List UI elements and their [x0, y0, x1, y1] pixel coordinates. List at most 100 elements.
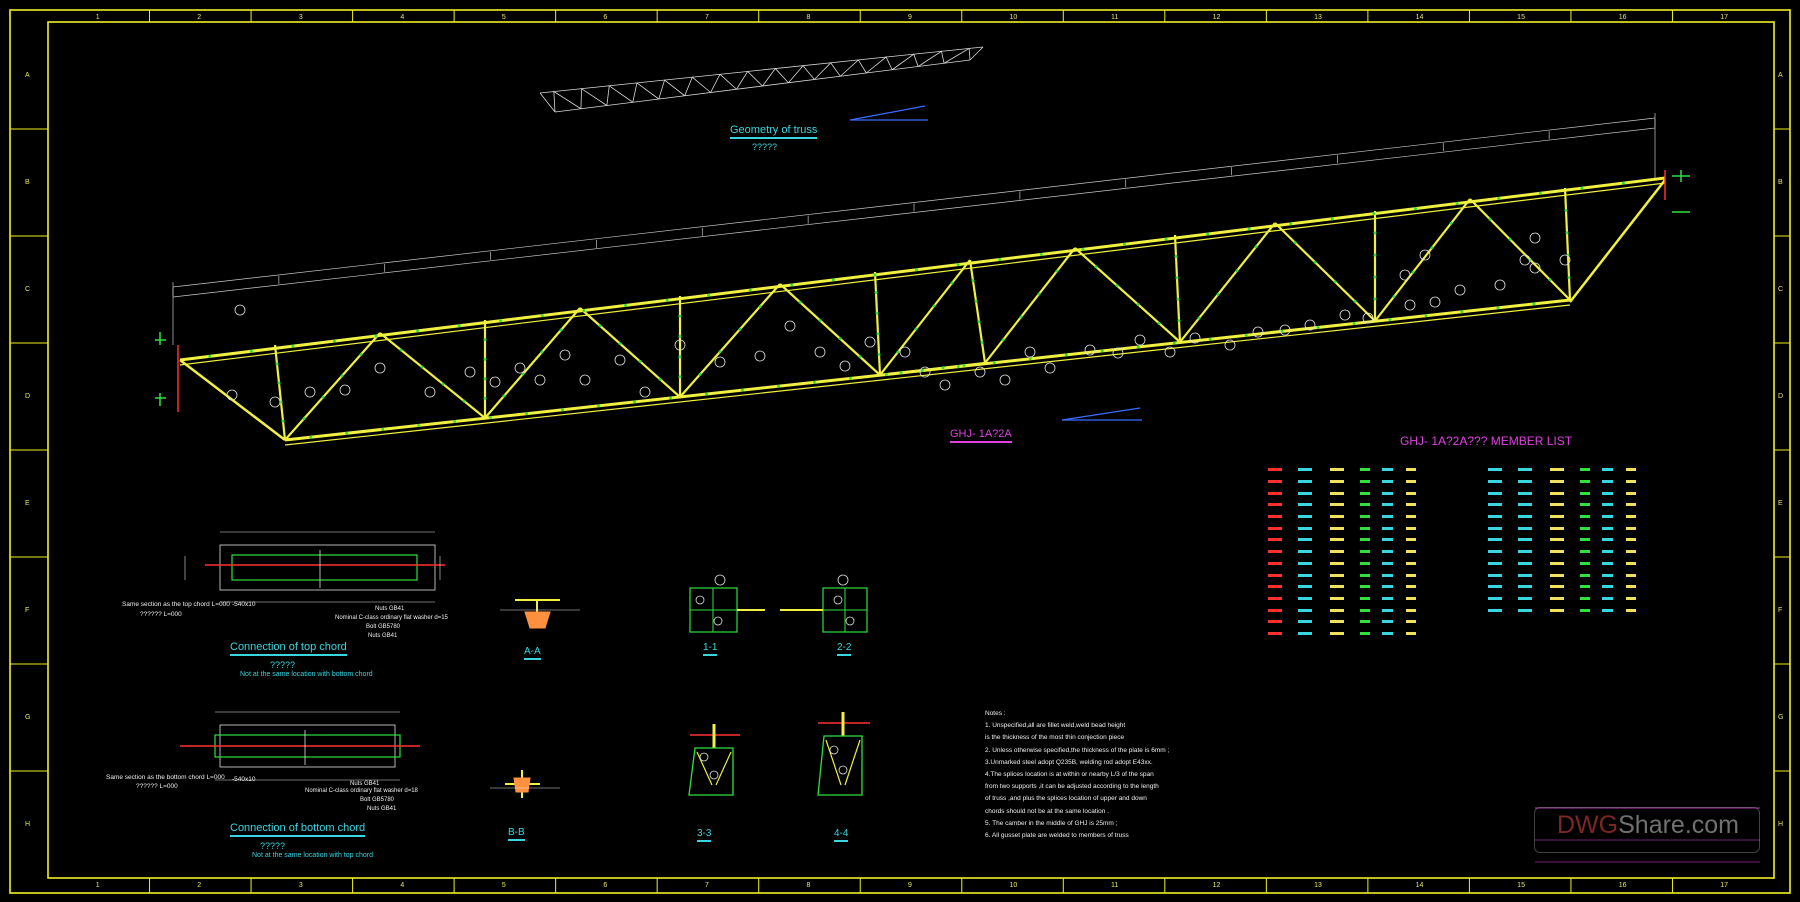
member-cell-mark — [1626, 573, 1636, 577]
member-cell — [1298, 547, 1330, 559]
chord-bolt-dot — [457, 324, 461, 328]
web-bolt-dot — [462, 399, 466, 403]
member-cell-mark — [1360, 491, 1370, 495]
member-cell — [1298, 488, 1330, 500]
left-support — [155, 332, 166, 406]
web-bolt-dot — [321, 395, 325, 399]
member-cell — [1330, 582, 1360, 594]
frame-column-number: 7 — [704, 14, 709, 21]
member-cell-mark — [1488, 468, 1502, 472]
web-bolt-dot — [1174, 254, 1178, 258]
top-same-section-sub: ?????? L=000 — [140, 611, 182, 618]
chord-bolt-dot — [956, 263, 960, 267]
chord-bolt-dot — [998, 258, 1002, 262]
member-cell-mark — [1268, 526, 1282, 530]
section-11-label: 1-1 — [703, 642, 718, 656]
member-cell-mark — [1518, 468, 1533, 472]
bottom-same-section-label: Same section as the bottom chord L=000 — [106, 774, 225, 781]
member-cell — [1382, 477, 1406, 489]
node-callout-circle — [784, 320, 796, 332]
member-cell-mark — [1330, 632, 1344, 636]
member-row — [1488, 465, 1648, 477]
web-bolt-dot — [896, 350, 900, 354]
member-row — [1268, 512, 1428, 524]
frame-column-number: 2 — [197, 882, 202, 889]
member-cell-mark — [1602, 608, 1613, 612]
member-cell — [1626, 477, 1648, 489]
geometry-truss-diagram — [539, 46, 984, 113]
node-callout-circle — [1304, 319, 1316, 331]
member-cell-mark — [1580, 503, 1590, 507]
member-row — [1488, 477, 1648, 489]
member-cell-mark — [1360, 596, 1370, 600]
member-cell-mark — [1626, 585, 1636, 589]
member-cell-mark — [1360, 550, 1370, 554]
chord-bolt-dot — [633, 400, 637, 404]
bolt-bottom-4: Nuts GB41 — [367, 806, 397, 812]
member-cell-mark — [1518, 479, 1533, 483]
slope-symbol-2 — [1061, 407, 1142, 421]
member-cell — [1626, 512, 1648, 524]
member-cell-mark — [1298, 479, 1313, 483]
member-cell-mark — [1626, 514, 1636, 518]
member-row — [1488, 488, 1648, 500]
watermark-box — [1534, 807, 1760, 853]
frame-column-number: 3 — [298, 882, 303, 889]
member-cell — [1602, 605, 1626, 617]
chord-bolt-dot — [1136, 345, 1140, 349]
member-cell-mark — [1406, 491, 1416, 495]
member-cell — [1406, 465, 1428, 477]
watermark-prefix: DWG — [1557, 811, 1619, 839]
chord-bolt-dot — [812, 380, 816, 384]
web-member — [484, 307, 581, 419]
member-cell-mark — [1602, 503, 1613, 507]
chord-bolt-dot — [704, 392, 708, 396]
frame-column-number: 14 — [1415, 14, 1424, 21]
web-bolt-dot — [340, 374, 344, 378]
member-cell — [1330, 605, 1360, 617]
member-row — [1268, 617, 1428, 629]
web-bolt-dot — [1548, 278, 1552, 282]
member-cell-mark — [1602, 491, 1613, 495]
member-cell-mark — [1602, 585, 1613, 589]
member-cell-mark — [1488, 561, 1502, 565]
member-cell-mark — [1382, 503, 1393, 507]
member-cell-mark — [1268, 538, 1282, 542]
frame-row-letter: B — [1778, 178, 1783, 186]
section-aa-label: A-A — [524, 646, 541, 660]
member-cell — [1406, 629, 1428, 641]
web-bolt-dot — [1254, 245, 1258, 249]
node-callout-circle — [424, 386, 436, 398]
node-callout-circle — [1404, 299, 1416, 311]
member-cell — [1360, 629, 1382, 641]
member-row — [1488, 582, 1648, 594]
section-aa — [500, 599, 580, 629]
member-cell-mark — [1518, 503, 1533, 507]
member-cell-mark — [1580, 538, 1590, 542]
member-cell — [1382, 535, 1406, 547]
web-bolt-dot — [1293, 241, 1297, 245]
member-cell — [1488, 512, 1518, 524]
member-cell-mark — [1550, 468, 1564, 472]
member-cell — [1602, 559, 1626, 571]
member-list-title: GHJ- 1A?2A??? MEMBER LIST — [1400, 434, 1573, 448]
bolt-bottom-2: Nominal C-class ordinary flat washer d=1… — [305, 788, 418, 794]
web-bolt-dot — [875, 311, 879, 315]
member-cell-mark — [1268, 585, 1282, 589]
frame-column-number: 1 — [95, 882, 100, 889]
member-cell-mark — [1550, 596, 1564, 600]
section-11 — [689, 574, 765, 633]
member-cell — [1406, 582, 1428, 594]
member-cell-mark — [1580, 514, 1590, 518]
member-row — [1268, 477, 1428, 489]
member-cell — [1602, 535, 1626, 547]
member-cell-mark — [1550, 585, 1564, 589]
member-cell-mark — [1298, 538, 1313, 542]
node-callout-circle — [864, 336, 876, 348]
member-cell-mark — [1360, 526, 1370, 530]
connection-top-title: Connection of top chord — [230, 641, 347, 656]
member-cell — [1382, 617, 1406, 629]
node-callout-circle — [714, 356, 726, 368]
member-cell-mark — [1330, 550, 1344, 554]
chord-bolt-dot — [1316, 325, 1320, 329]
